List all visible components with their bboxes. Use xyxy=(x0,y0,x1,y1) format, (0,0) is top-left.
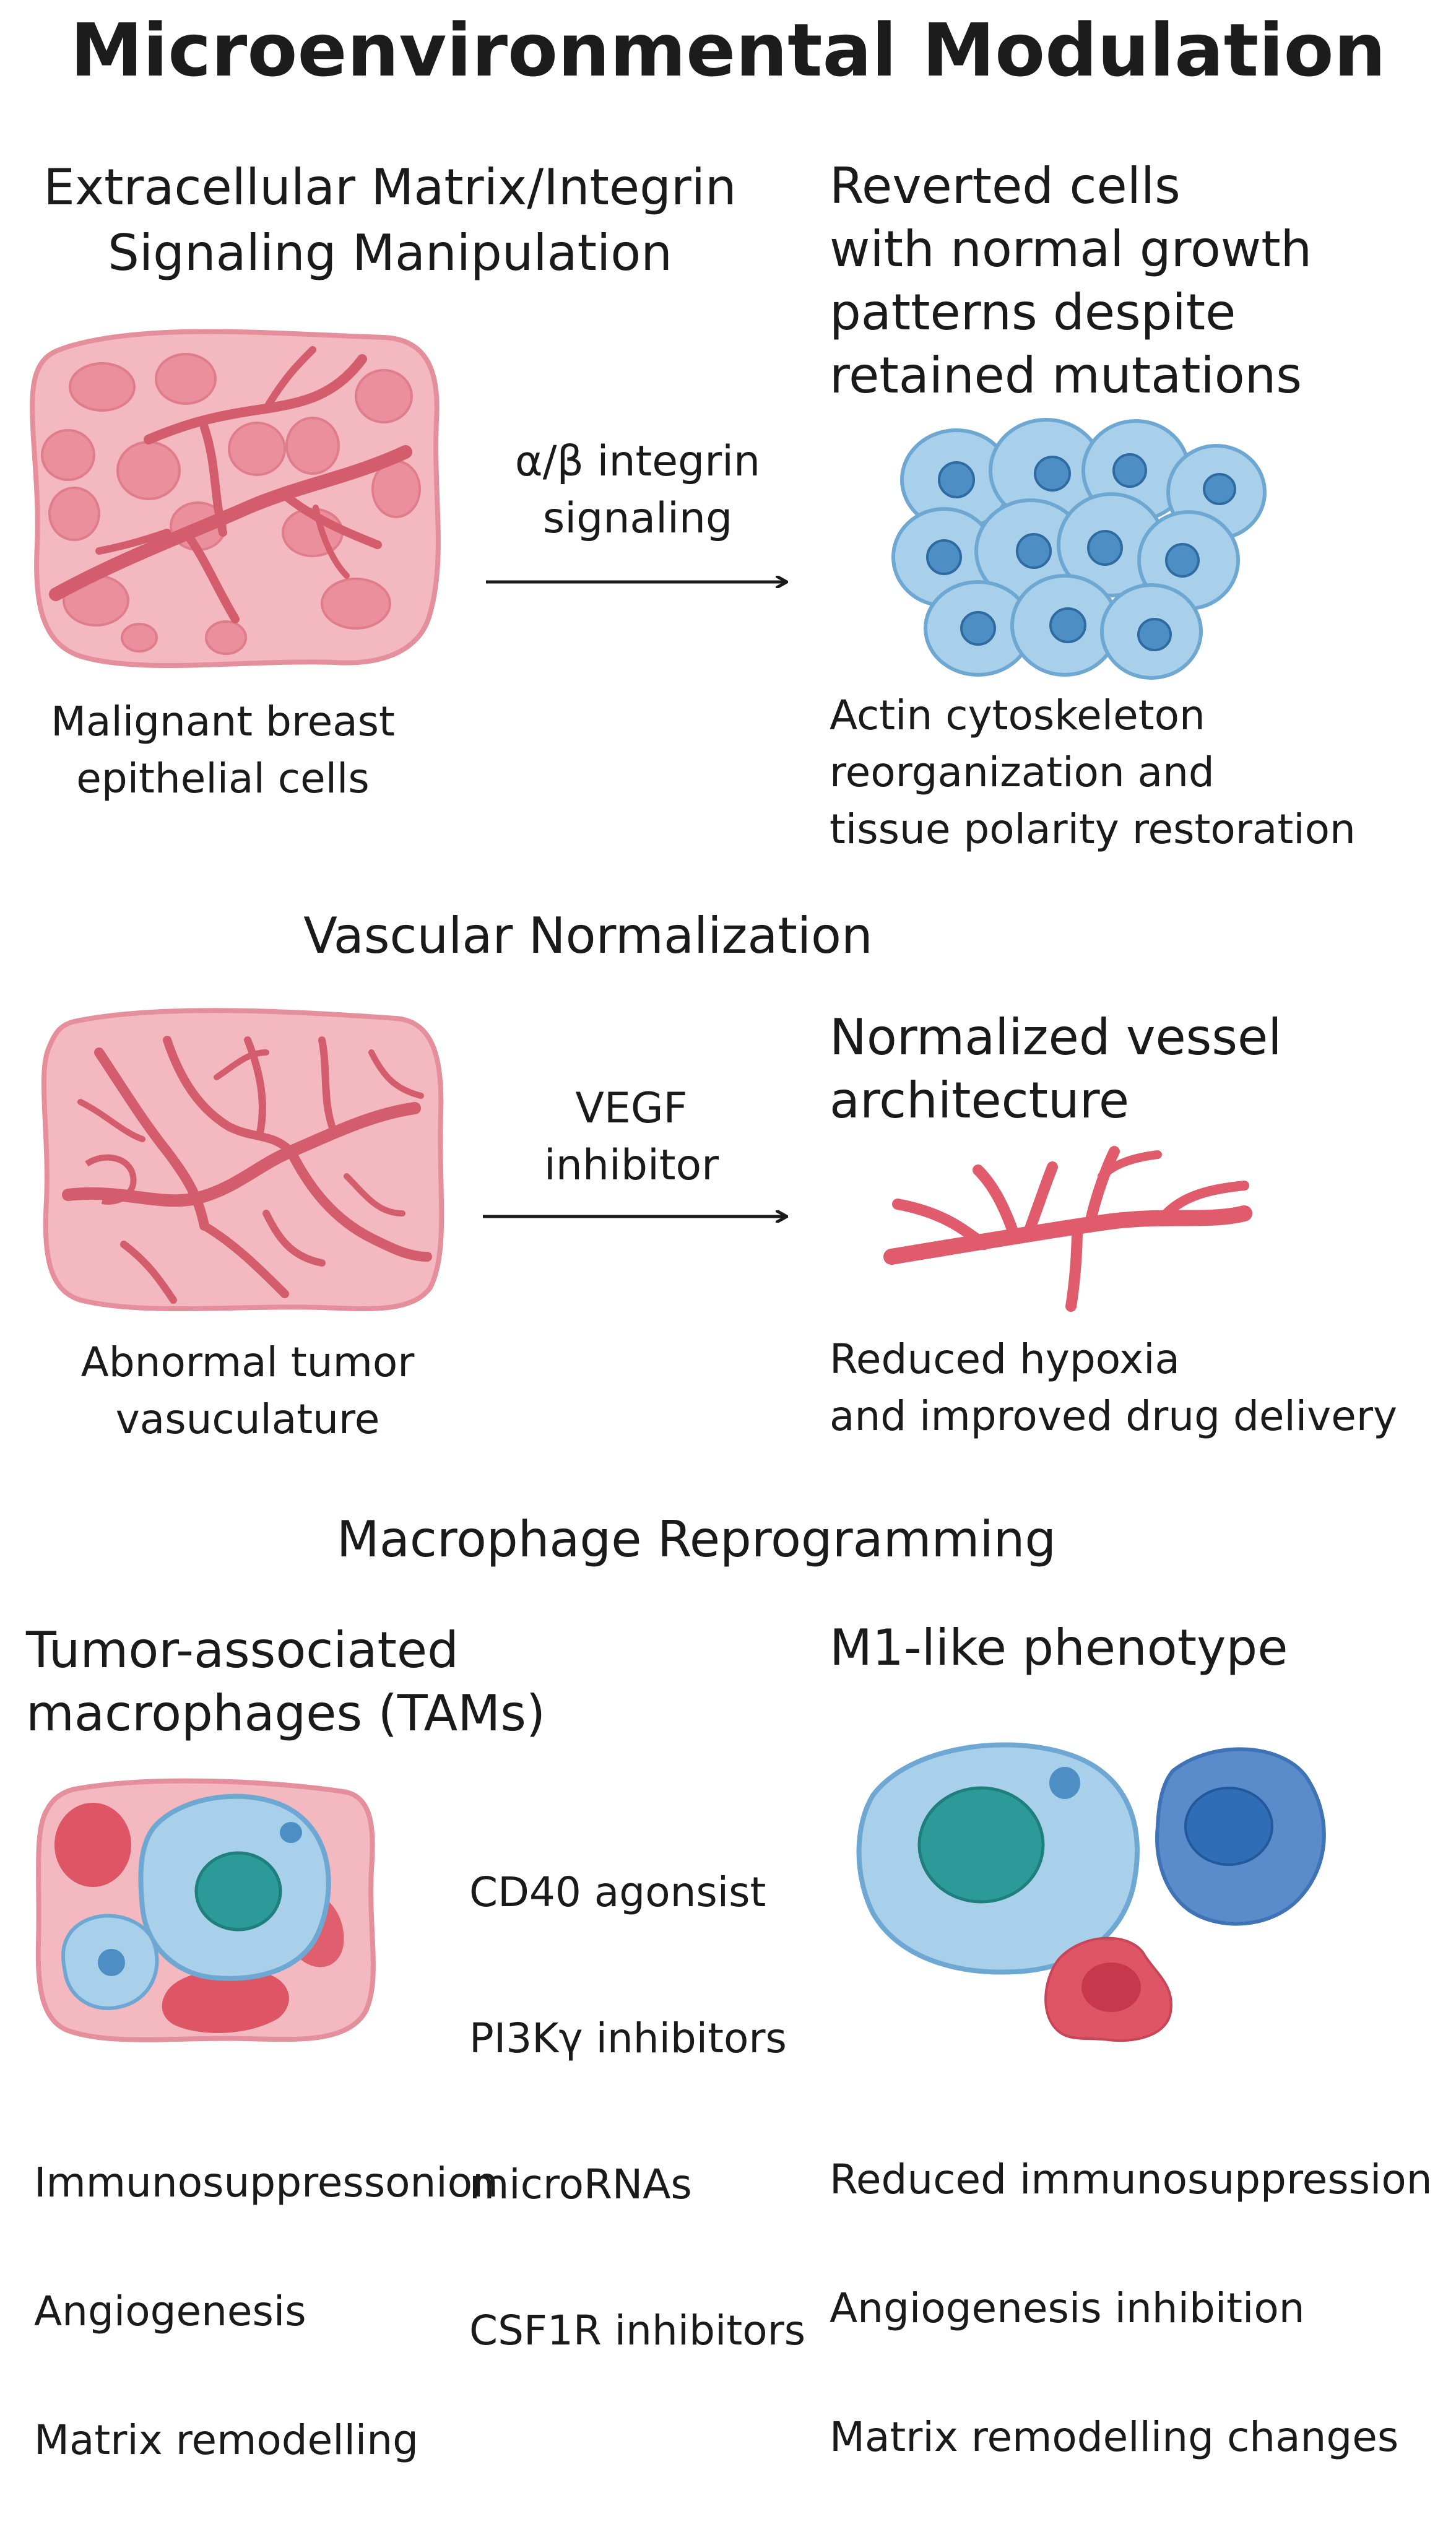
section1-right-heading: Reverted cells with normal growth patter… xyxy=(830,157,1312,404)
left-effects-list: Immunosuppressonion Angiogenesis Matrix … xyxy=(34,2086,591,2537)
red-cell-icon xyxy=(162,1969,289,2033)
malignant-tissue-illustration xyxy=(30,329,441,669)
section3-right-heading: M1-like phenotype xyxy=(830,1619,1288,1676)
effect-item: Matrix remodelling xyxy=(34,2416,418,2464)
normalized-vessel-illustration xyxy=(883,1146,1252,1312)
treatment-item: PI3Kγ inhibitors xyxy=(469,2014,787,2062)
section3-left-heading: Tumor-associated macrophages (TAMs) xyxy=(26,1621,546,1742)
section2-right-description: Reduced hypoxia and improved drug delive… xyxy=(830,1335,1398,1440)
section3-heading: Macrophage Reprogramming xyxy=(336,1511,1057,1568)
abnormal-vasculature-illustration xyxy=(41,1008,444,1311)
effect-item: Angiogenesis xyxy=(34,2288,306,2335)
right-effects-list: Reduced immunosuppression Angiogenesis i… xyxy=(830,2083,1449,2534)
section2-heading: Vascular Normalization xyxy=(303,907,873,965)
effect-item: Immunosuppressonion xyxy=(34,2159,498,2206)
section1-left-label: Malignant breast epithelial cells xyxy=(51,698,395,802)
section2-left-label: Abnormal tumor vasuculature xyxy=(80,1338,415,1443)
treatment-item: CD40 agonsist xyxy=(469,1868,766,1916)
section2-right-heading: Normalized vessel architecture xyxy=(830,1008,1282,1129)
page-title: Microenvironmental Modulation xyxy=(70,7,1386,93)
reverted-cells-illustration xyxy=(891,418,1267,680)
tam-tissue-illustration xyxy=(35,1778,376,2042)
m1-phenotype-illustration xyxy=(856,1742,1326,2042)
section2-arrow-label: VEGF inhibitor xyxy=(544,1084,719,1190)
effect-item: Matrix remodelling changes xyxy=(830,2413,1399,2461)
section1-heading: Extracellular Matrix/Integrin Signaling … xyxy=(43,158,737,282)
red-cell-icon xyxy=(54,1803,131,1887)
effect-item: Angiogenesis inhibition xyxy=(830,2284,1305,2332)
diagram-illustrations xyxy=(30,329,1326,2042)
section1-arrow-label: α/β integrin signaling xyxy=(514,437,761,543)
section1-right-description: Actin cytoskeleton reorganization and ti… xyxy=(830,692,1356,853)
effect-item: Reduced immunosuppression xyxy=(830,2156,1432,2203)
treatment-item: microRNAs xyxy=(469,2161,692,2208)
